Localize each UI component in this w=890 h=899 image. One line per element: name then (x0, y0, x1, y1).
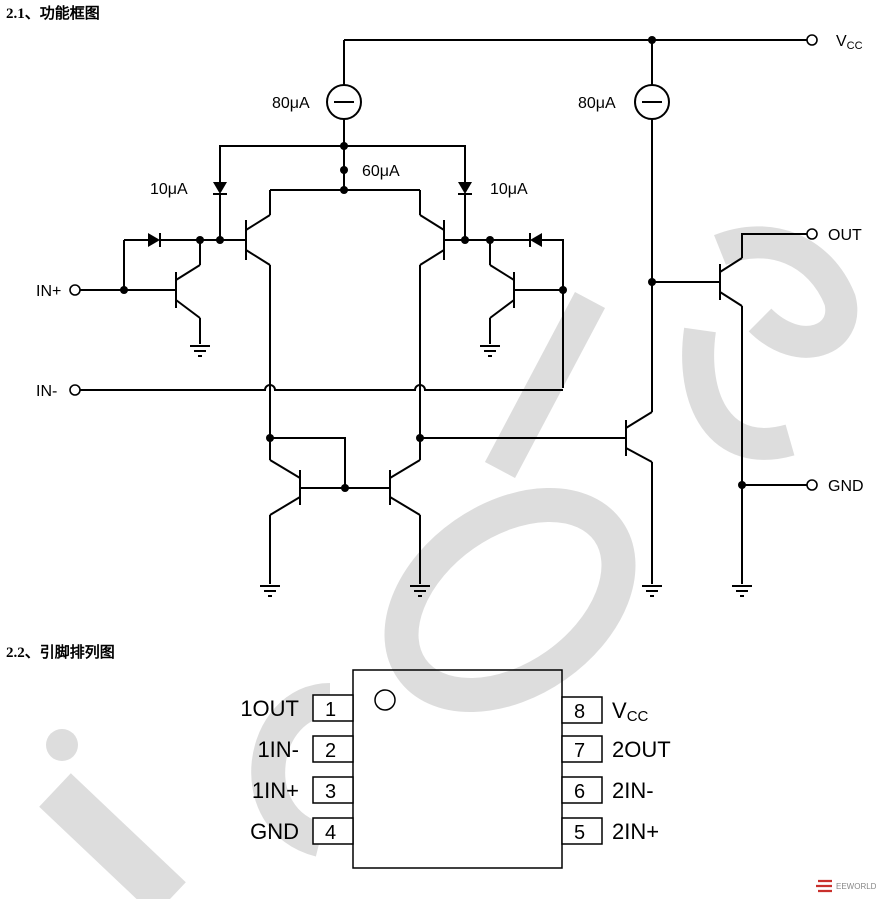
section-title-pinout: 2.2、引脚排列图 (6, 645, 115, 661)
current-label-right-10: 10μA (490, 181, 528, 198)
in-plus-label: IN+ (36, 283, 61, 300)
pin-box-7 (561, 735, 603, 763)
out-terminal (806, 228, 818, 240)
pin-box-8 (561, 696, 603, 724)
block-diagram: VCC OUT GND IN+ IN- 80μA 80μA 60μA 10μA … (36, 33, 864, 597)
pin-box-5 (561, 817, 603, 845)
out-label: OUT (828, 227, 862, 244)
eeworld-logo: EEWORLD (816, 879, 877, 893)
current-label-60: 60μA (362, 163, 400, 180)
pin-number-7: 7 (574, 740, 585, 762)
in-plus-terminal (69, 284, 81, 296)
in-minus-terminal (69, 384, 81, 396)
pin-box-1 (312, 694, 354, 722)
pin-label-4: GND (250, 819, 299, 844)
current-label-left-80: 80μA (272, 95, 310, 112)
current-label-right-80: 80μA (578, 95, 616, 112)
pin-label-8: VCC (612, 698, 649, 725)
diode-left-icon (213, 182, 227, 194)
in-minus-label: IN- (36, 383, 57, 400)
pin-label-5: 2IN+ (612, 819, 659, 844)
pinout-diagram: 1 2 3 4 1OUT 1IN- 1IN+ GND 8 7 6 5 VCC 2… (240, 669, 671, 869)
pin-label-7: 2OUT (612, 737, 671, 762)
gnd-label: GND (828, 478, 864, 495)
pin-label-1: 1OUT (240, 696, 299, 721)
pin-number-1: 1 (325, 699, 336, 721)
vcc-terminal (806, 34, 818, 46)
pin-box-3 (312, 776, 354, 804)
pin-number-5: 5 (574, 822, 585, 844)
pin-number-4: 4 (325, 822, 336, 844)
diode-right-icon (458, 182, 472, 194)
diode-input-left-icon (148, 233, 160, 247)
pin-number-3: 3 (325, 781, 336, 803)
pin-number-2: 2 (325, 740, 336, 762)
gnd-terminal (806, 479, 818, 491)
diode-input-right-icon (530, 233, 542, 247)
pin-box-2 (312, 735, 354, 763)
pin-box-4 (312, 817, 354, 845)
pin-label-6: 2IN- (612, 778, 654, 803)
pin-box-6 (561, 776, 603, 804)
pin1-marker-icon (374, 689, 396, 711)
watermark (39, 226, 858, 899)
pin-number-8: 8 (574, 701, 585, 723)
svg-text:EEWORLD: EEWORLD (836, 882, 877, 891)
ic-package (352, 669, 563, 869)
section-title-block-diagram: 2.1、功能框图 (6, 6, 100, 22)
pin-label-3: 1IN+ (252, 778, 299, 803)
pin-label-2: 1IN- (257, 737, 299, 762)
vcc-label: VCC (836, 33, 863, 52)
current-label-left-10: 10μA (150, 181, 188, 198)
pin-number-6: 6 (574, 781, 585, 803)
